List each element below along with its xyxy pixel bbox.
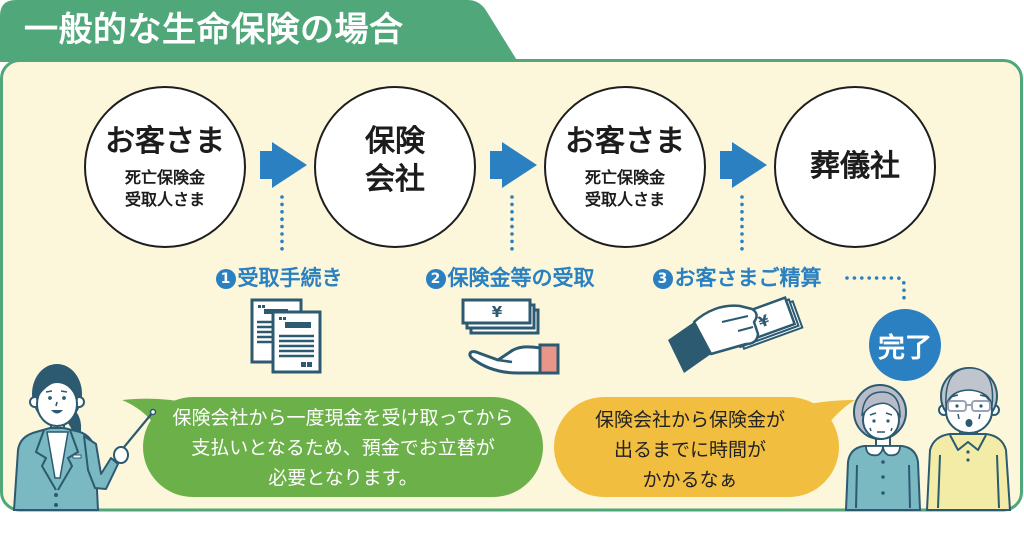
node-subtitle: 死亡保険金 受取人さま [585, 167, 665, 211]
step-number-badge: 3 [652, 269, 673, 289]
sleeve [538, 343, 560, 375]
yen-symbol: ¥ [492, 303, 503, 321]
staff-speech-bubble [122, 397, 543, 497]
money-give-hand-icon: ¥ [668, 296, 804, 373]
step-label-text: 保険金等の受取 [447, 266, 595, 290]
customer-speech-bubble [554, 397, 855, 497]
speech-line: かかるなぁ [642, 469, 738, 491]
node-title: お客さま [105, 124, 225, 159]
right-arrow-icon [260, 142, 307, 188]
title-tab [0, 0, 518, 62]
node-title-line: 保険 [365, 124, 425, 159]
speech-line: 出るまでに時間が [613, 439, 766, 461]
right-arrow-icon [720, 142, 767, 188]
node-insurance-company: 保険 会社 [314, 86, 476, 248]
documents-icon [250, 298, 322, 374]
speech-line: 保険会社から一度現金を受け取ってから [172, 407, 514, 429]
node-customer: お客さま 死亡保険金 受取人さま [84, 86, 246, 248]
page-title: 一般的な生命保険の場合 [24, 10, 404, 50]
complete-badge: 完了 [869, 309, 941, 381]
step-number-badge: 1 [215, 269, 236, 289]
speech-line: 必要となります。 [268, 467, 418, 489]
node-subtitle: 死亡保険金 受取人さま [125, 167, 205, 211]
staff-speech-text: 保険会社から一度現金を受け取ってから 支払いとなるため、預金でお立替が 必要とな… [143, 403, 543, 493]
node-customer: お客さま 死亡保険金 受取人さま [544, 86, 706, 248]
node-subtitle-line: 死亡保険金 [584, 168, 665, 187]
node-title: 葬儀社 [810, 149, 900, 184]
node-subtitle-line: 死亡保険金 [124, 168, 205, 187]
money-receive-hand-icon: ¥ [461, 298, 560, 375]
node-title: お客さま [565, 124, 685, 159]
node-funeral-home: 葬儀社 [774, 86, 936, 248]
step-label-text: お客さまご精算 [674, 266, 822, 290]
node-subtitle-line: 受取人さま [124, 190, 205, 209]
pointer-stick [119, 411, 154, 453]
name-badge [72, 454, 82, 459]
customer-speech-text: 保険会社から保険金が 出るまでに時間が かかるなぁ [548, 405, 832, 495]
staff-woman-illustration [12, 364, 157, 511]
elderly-couple-illustration [844, 367, 1012, 511]
step-label-text: 受取手続き [237, 266, 343, 290]
speech-line: 保険会社から保険金が [594, 409, 785, 431]
speech-line: 支払いとなるため、預金でお立替が [191, 437, 495, 459]
node-title-line: 会社 [365, 162, 425, 197]
step-number-badge: 2 [425, 269, 446, 289]
node-subtitle-line: 受取人さま [584, 190, 665, 209]
right-arrow-icon [490, 142, 537, 188]
